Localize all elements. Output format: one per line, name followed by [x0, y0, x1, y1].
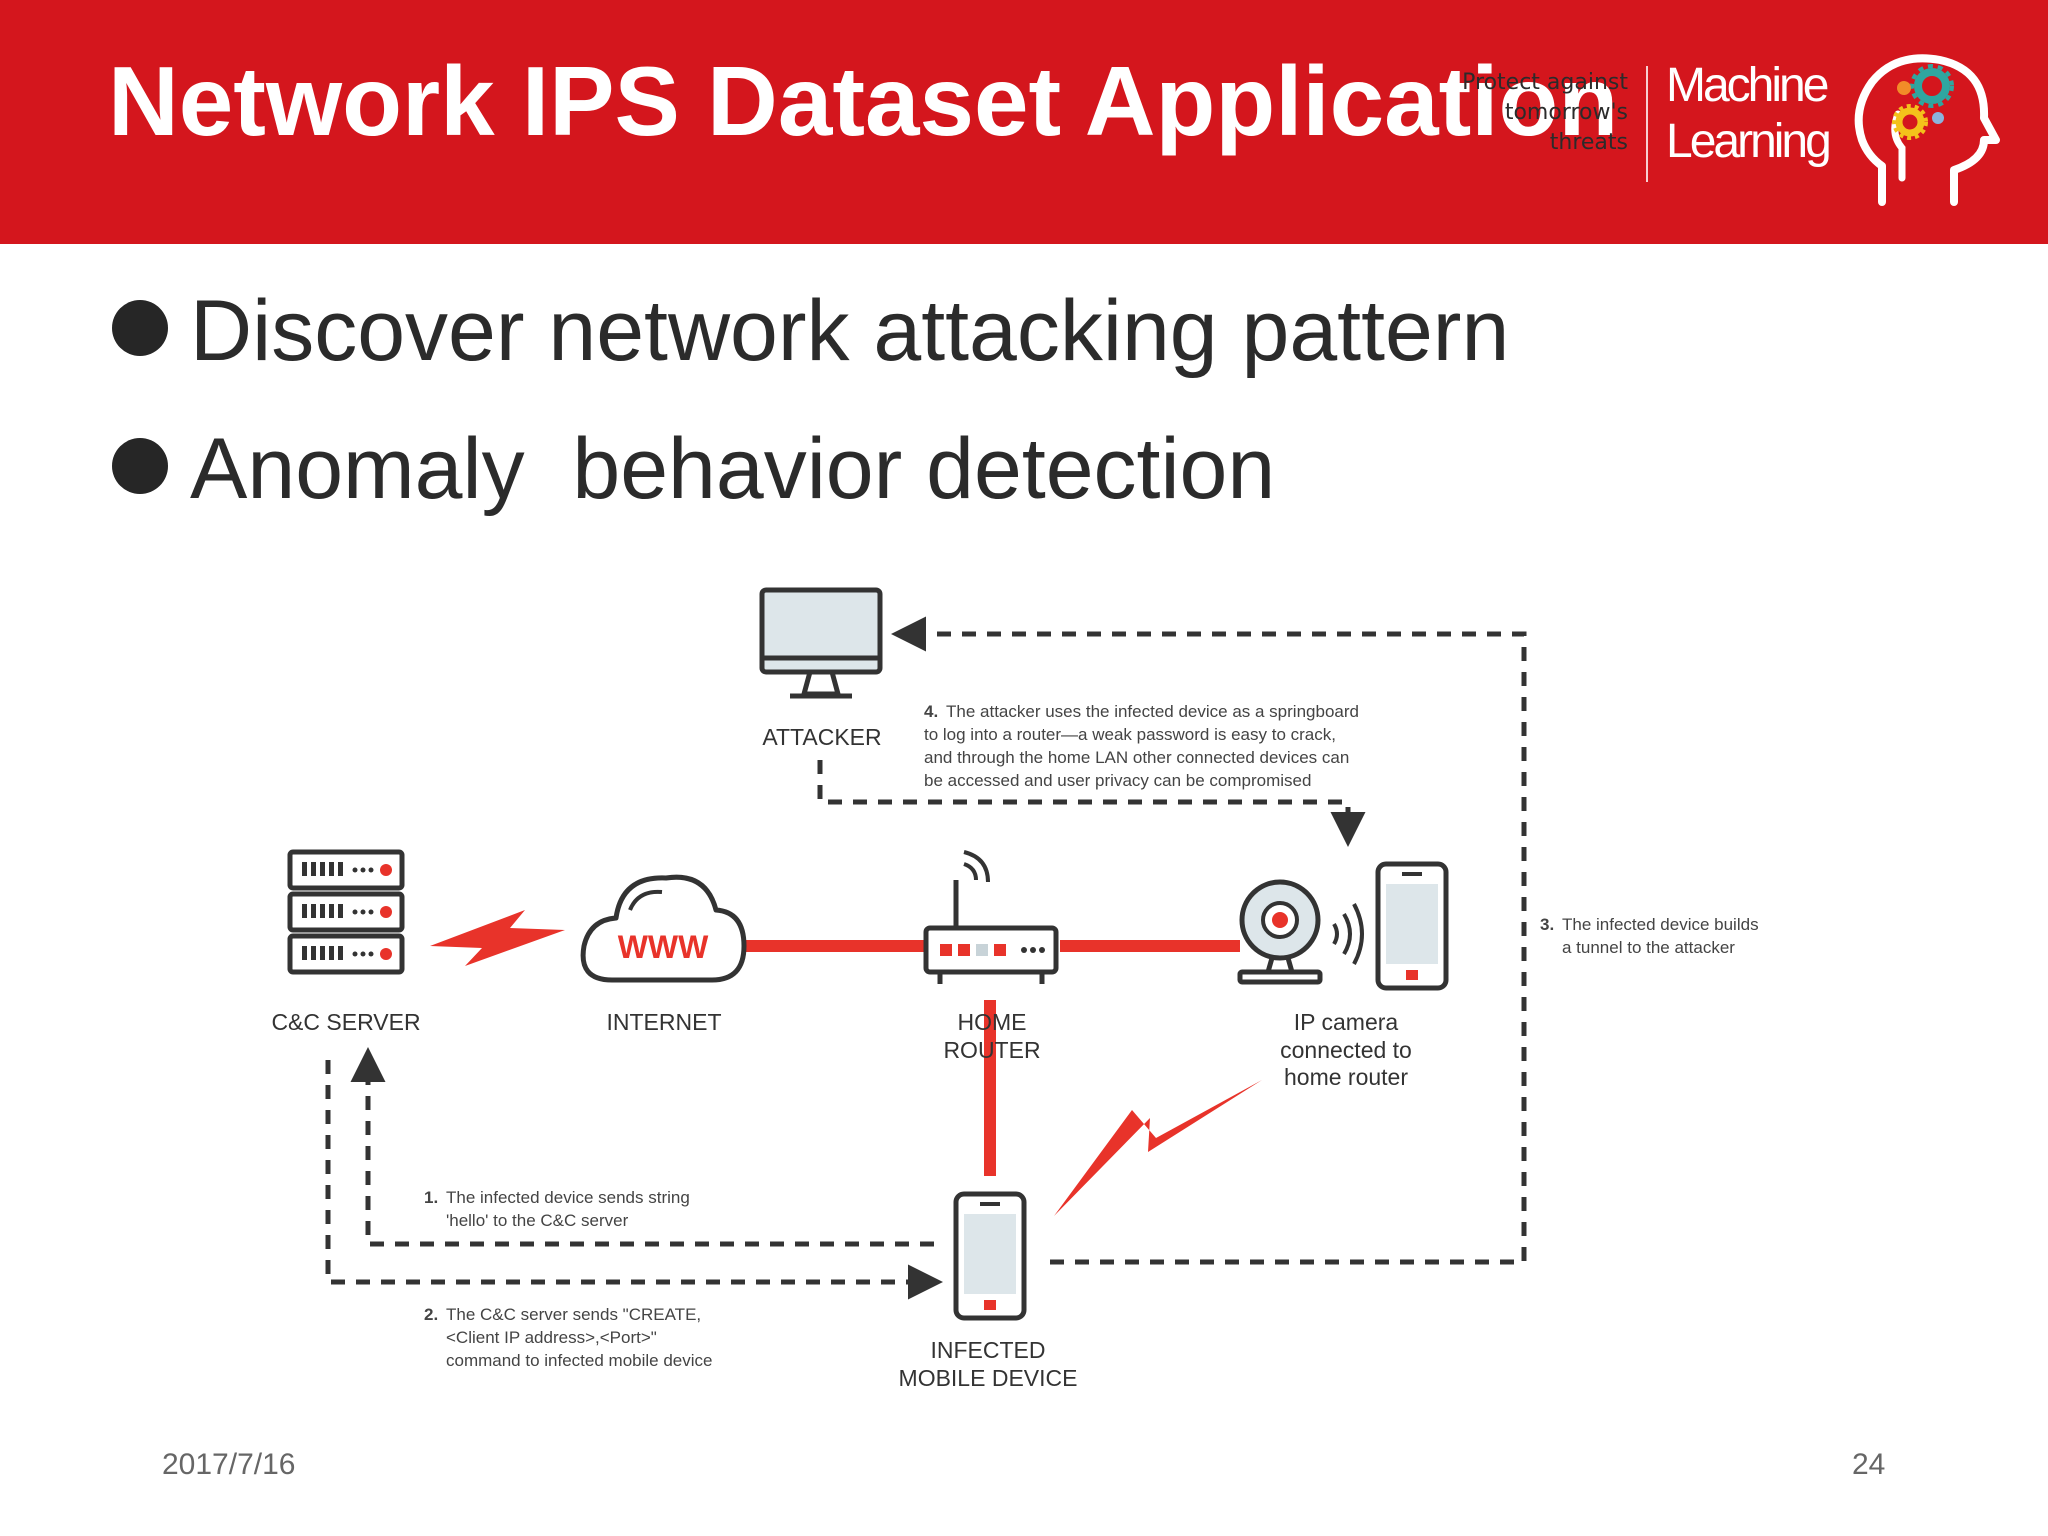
step-2-line2: <Client IP address>,<Port>" [446, 1328, 657, 1347]
head-gears-icon [1854, 54, 2000, 206]
step-3-number: 3. [1540, 915, 1554, 934]
step-4-number: 4. [924, 702, 938, 721]
step-1-arrow [350, 1047, 934, 1247]
slide-date: 2017/7/16 [162, 1448, 296, 1481]
camera-label-line1: IP camera [1294, 1009, 1399, 1035]
step-2-line1: The C&C server sends "CREATE, [446, 1305, 701, 1324]
cc-server-label: C&C SERVER [271, 1009, 420, 1035]
slide-title: Network IPS Dataset Application [108, 46, 1619, 156]
router-icon [923, 850, 1059, 984]
infected-label-line1: INFECTED [931, 1337, 1046, 1363]
lightning-bolt-icon [1054, 1080, 1262, 1216]
step-1-line1: The infected device sends string [446, 1188, 690, 1207]
bullet-2-text: Anomaly behavior detection [190, 421, 1276, 517]
title-bar: Network IPS Dataset Application Protect … [0, 0, 2048, 244]
step-4-arrow [817, 760, 1366, 847]
bullet-dot [112, 300, 168, 356]
cloud-icon [580, 874, 747, 983]
step-2-arrow [325, 1060, 943, 1300]
logo-line-machine: Machine [1666, 59, 1829, 112]
machine-learning-logo: Machine Learning [1666, 58, 1832, 170]
camera-icon [1237, 879, 1364, 985]
server-icon [287, 849, 405, 975]
step-3-arrow [891, 616, 1527, 1265]
bullet-1: Discover network attacking pattern [112, 288, 1509, 374]
step-3-line2: a tunnel to the attacker [1562, 938, 1735, 957]
bullet-2: Anomaly behavior detection [112, 426, 1275, 512]
infected-label-line2: MOBILE DEVICE [899, 1365, 1078, 1391]
infected-mobile-icon [953, 1191, 1027, 1321]
attacker-label: ATTACKER [762, 724, 881, 750]
logo-divider [1646, 66, 1648, 182]
step-3-line1: The infected device builds [1562, 915, 1759, 934]
bullet-1-text: Discover network attacking pattern [190, 283, 1510, 379]
camera-label-line2: connected to [1280, 1037, 1412, 1063]
step-2-number: 2. [424, 1305, 438, 1324]
internet-label: INTERNET [607, 1009, 722, 1035]
step-4-line4: be accessed and user privacy can be comp… [924, 771, 1311, 790]
step-2-line3: command to infected mobile device [446, 1351, 712, 1370]
step-4-line3: and through the home LAN other connected… [924, 748, 1349, 767]
router-label-line2: ROUTER [943, 1037, 1040, 1063]
router-label-line1: HOME [958, 1009, 1027, 1035]
page-number: 24 [1852, 1448, 1886, 1481]
smartphone-icon [1375, 861, 1449, 991]
camera-label-line3: home router [1284, 1064, 1408, 1090]
step-4-line2: to log into a router—a weak password is … [924, 725, 1336, 744]
logo-line-learning: Learning [1666, 115, 1832, 168]
step-1-line2: 'hello' to the C&C server [446, 1211, 629, 1230]
step-4-line1: The attacker uses the infected device as… [946, 702, 1359, 721]
tagline: Protect against tomorrow's threats [1462, 70, 1628, 155]
monitor-icon [759, 587, 883, 699]
bullet-dot [112, 438, 168, 494]
step-1-number: 1. [424, 1188, 438, 1207]
lightning-bolt-icon [430, 910, 565, 966]
www-label: WWW [618, 929, 709, 965]
